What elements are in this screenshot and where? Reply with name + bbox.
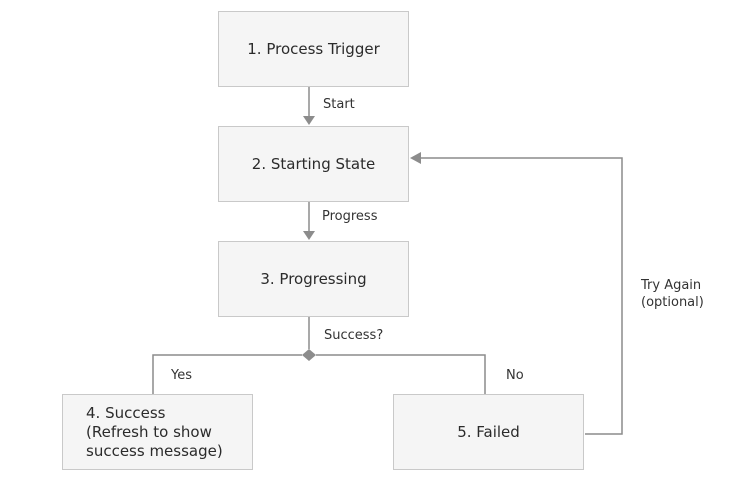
decision-diamond [302, 349, 316, 361]
node-process-trigger-label: 1. Process Trigger [247, 39, 380, 58]
arrowhead-progress [303, 231, 315, 240]
node-starting-state: 2. Starting State [218, 126, 409, 202]
node-progressing-label: 3. Progressing [260, 269, 367, 288]
edge-label-no: No [506, 368, 524, 383]
node-starting-state-label: 2. Starting State [251, 154, 376, 173]
arrowhead-retry [410, 152, 421, 164]
node-process-trigger: 1. Process Trigger [218, 11, 409, 87]
edge-label-progress: Progress [322, 209, 378, 224]
edge-label-decision: Success? [324, 328, 384, 343]
edge-label-retry: Try Again (optional) [641, 278, 704, 310]
connector-retry [421, 157, 623, 435]
edge-label-start: Start [323, 97, 355, 112]
edge-label-yes: Yes [171, 368, 192, 383]
connector-yes [152, 354, 302, 394]
node-failed-label: 5. Failed [457, 422, 520, 441]
node-progressing: 3. Progressing [218, 241, 409, 317]
node-failed: 5. Failed [393, 394, 584, 470]
node-success: 4. Success (Refresh to show success mess… [62, 394, 253, 470]
connector-no [316, 354, 486, 394]
node-success-label: 4. Success (Refresh to show success mess… [86, 403, 223, 460]
arrowhead-start [303, 116, 315, 125]
